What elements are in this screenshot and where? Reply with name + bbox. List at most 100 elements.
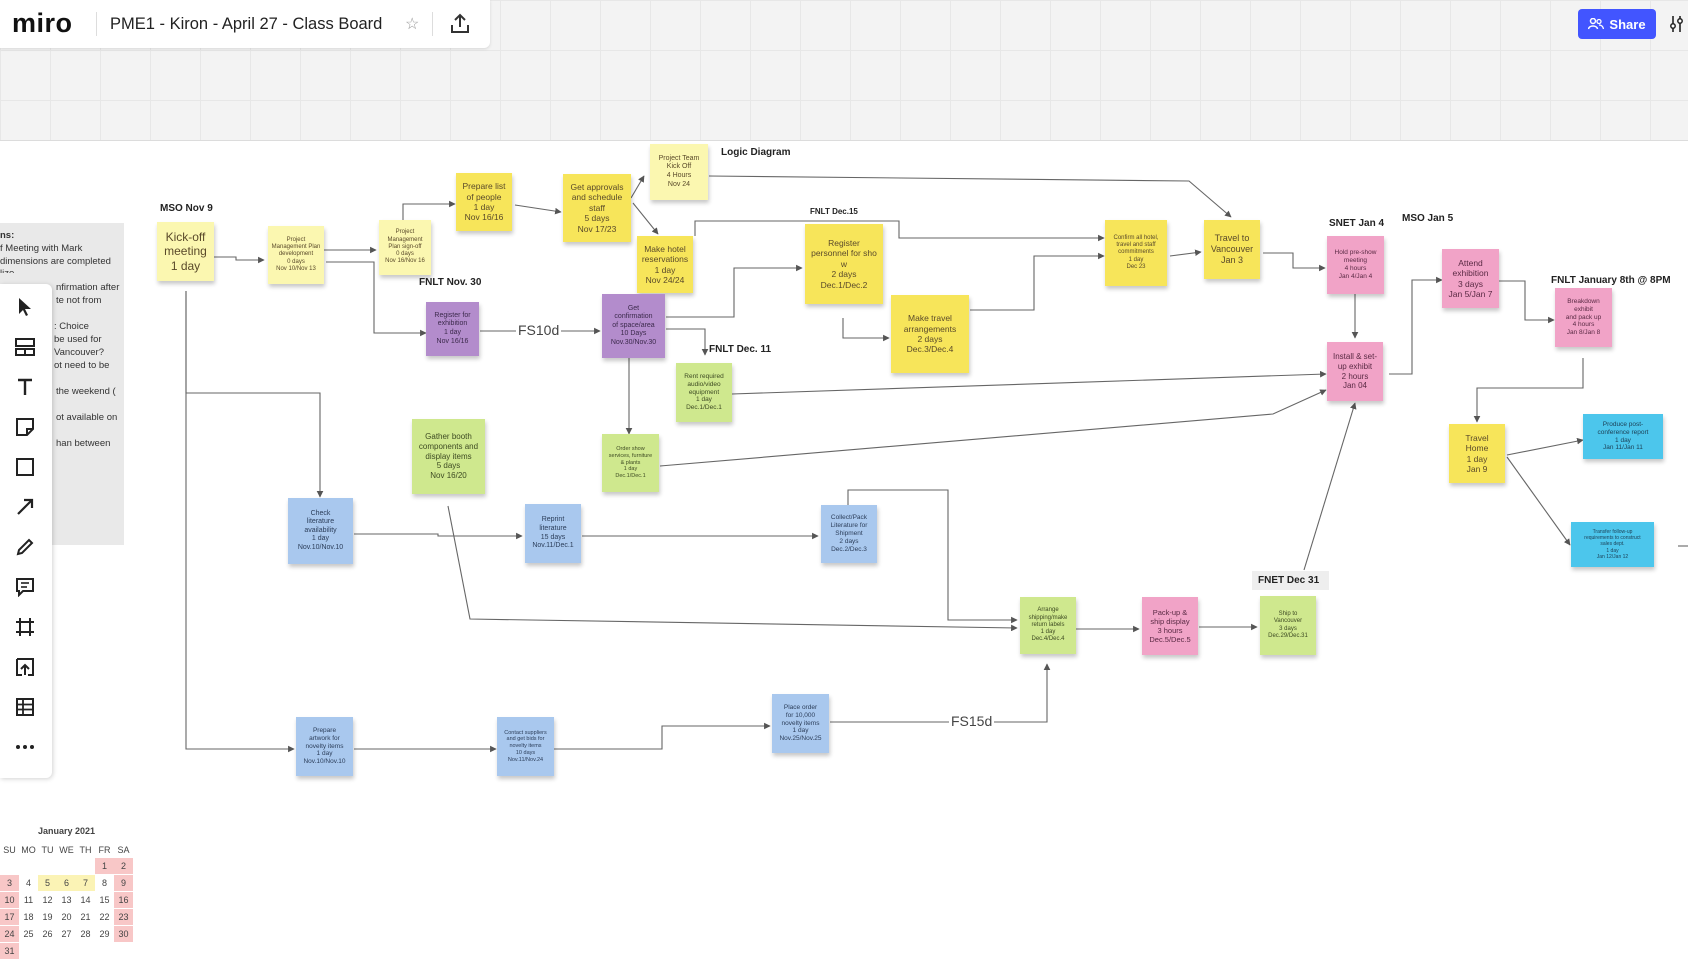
calendar-day[interactable]: 31 <box>0 943 19 959</box>
calendar-day[interactable]: 16 <box>114 892 133 908</box>
sticky-note-install-exhibit[interactable]: Install & set- up exhibit 2 hours Jan 04 <box>1327 342 1383 401</box>
frame-icon[interactable] <box>12 614 38 640</box>
comment-icon[interactable] <box>12 574 38 600</box>
milestone-label[interactable]: FNLT Dec. 11 <box>709 344 772 355</box>
sticky-note-check-literature[interactable]: Check literature availability 1 day Nov.… <box>288 498 353 564</box>
calendar-day[interactable]: 11 <box>23 895 34 905</box>
text-icon[interactable] <box>12 374 38 400</box>
calendar-day[interactable]: 2 <box>114 858 133 874</box>
upload-icon[interactable] <box>12 654 38 680</box>
calendar-day[interactable]: 24 <box>0 926 19 942</box>
notes-line: f Meeting with Mark <box>0 243 83 254</box>
milestone-label[interactable]: FNET Dec 31 <box>1252 571 1330 590</box>
calendar-day[interactable]: 13 <box>61 895 72 905</box>
milestone-label[interactable]: MSO Jan 5 <box>1402 213 1454 224</box>
miro-logo[interactable]: miro <box>12 8 73 38</box>
calendar-day[interactable]: 14 <box>80 895 91 905</box>
sticky-note-collect-pack[interactable]: Collect/Pack Literature for Shipment 2 d… <box>821 505 877 563</box>
calendar-day[interactable]: 6 <box>57 875 76 891</box>
calendar-day[interactable]: 7 <box>76 875 95 891</box>
sticky-note-get-approvals[interactable]: Get approvals and schedule staff 5 days … <box>563 174 631 242</box>
export-icon[interactable] <box>450 13 470 35</box>
calendar-day[interactable]: 5 <box>38 875 57 891</box>
connection-line-icon[interactable] <box>12 494 38 520</box>
calendar-day[interactable]: 19 <box>42 912 53 922</box>
lag-label[interactable]: FS15d <box>949 713 995 729</box>
sticky-note-follow-up[interactable]: Transfer follow-up requirements to const… <box>1571 522 1654 567</box>
calendar-weekday: MO <box>21 845 36 855</box>
sticky-note-gather-booth[interactable]: Gather booth components and display item… <box>412 419 485 494</box>
notes-line: ns: <box>0 230 15 241</box>
calendar-day[interactable]: 4 <box>25 878 31 888</box>
sticky-note-packup-display[interactable]: Pack-up & ship display 3 hours Dec.5/Dec… <box>1142 597 1198 655</box>
calendar-day[interactable]: 29 <box>99 929 110 939</box>
sticky-note-attend-exhibition[interactable]: Attend exhibition 3 days Jan 5/Jan 7 <box>1442 249 1499 308</box>
calendar-day[interactable]: 17 <box>0 909 19 925</box>
calendar-day[interactable]: 12 <box>42 895 53 905</box>
sticky-note-travel-arrangements[interactable]: Make travel arrangements 2 days Dec.3/De… <box>891 295 969 373</box>
sticky-note-ship-vancouver[interactable]: Ship to Vancouver 3 days Dec.29/Dec.31 <box>1260 596 1316 655</box>
settings-sliders-icon[interactable] <box>1670 15 1684 33</box>
milestone-label[interactable]: SNET Jan 4 <box>1329 218 1385 229</box>
calendar-day[interactable]: 9 <box>114 875 133 891</box>
milestone-label[interactable]: FNLT Nov. 30 <box>419 277 482 288</box>
sticky-note-register-exhibition[interactable]: Register for exhibition 1 day Nov 16/16 <box>426 302 479 356</box>
title-divider <box>432 12 433 36</box>
sticky-note-icon[interactable] <box>12 414 38 440</box>
calendar-day[interactable]: 15 <box>99 895 110 905</box>
sticky-note-reprint-literature[interactable]: Reprint literature 15 days Nov.11/Dec.1 <box>525 504 581 563</box>
sticky-note-prepare-list[interactable]: Prepare list of people 1 day Nov 16/16 <box>456 173 512 231</box>
star-icon[interactable]: ☆ <box>405 16 420 33</box>
logic-diagram-label[interactable]: Logic Diagram <box>721 147 791 158</box>
calendar-day[interactable]: 25 <box>23 929 34 939</box>
sticky-note-prepare-artwork[interactable]: Prepare artwork for novelty items 1 day … <box>296 717 353 776</box>
sticky-note-arrange-shipping[interactable]: Arrange shipping/make return labels 1 da… <box>1020 597 1076 654</box>
calendar-day[interactable]: 20 <box>61 912 72 922</box>
calendar-day[interactable]: 18 <box>23 912 34 922</box>
sticky-note-hotel-reservations[interactable]: Make hotel reservations 1 day Nov 24/24 <box>637 236 693 293</box>
calendar-day[interactable]: 21 <box>80 912 91 922</box>
sticky-note-pre-show-meeting[interactable]: Hold pre-show meeting 4 hours Jan 4/Jan … <box>1327 236 1384 294</box>
sticky-note-place-order[interactable]: Place order for 10,000 novelty items 1 d… <box>772 694 829 753</box>
sticky-note-register-personnel[interactable]: Register personnel for sho w 2 days Dec.… <box>805 224 883 304</box>
sticky-note-order-services[interactable]: Order show services, furniture & plants … <box>602 434 659 492</box>
calendar-day[interactable]: 8 <box>101 878 107 888</box>
more-icon[interactable] <box>12 734 38 760</box>
table-icon[interactable] <box>12 694 38 720</box>
calendar-day[interactable]: 30 <box>114 926 133 942</box>
templates-icon[interactable] <box>12 334 38 360</box>
sticky-note-confirm-space[interactable]: Get confirmation of space/area 10 Days N… <box>602 294 665 358</box>
calendar-day[interactable]: 1 <box>95 858 114 874</box>
milestone-label[interactable]: FNLT Dec.15 <box>810 207 858 216</box>
milestone-label[interactable]: FNLT January 8th @ 8PM <box>1551 275 1671 286</box>
sticky-note-team-kickoff[interactable]: Project Team Kick Off 4 Hours Nov 24 <box>650 144 708 200</box>
calendar-day[interactable]: 26 <box>42 929 53 939</box>
sticky-note-confirm-hotel[interactable]: Confirm all hotel, travel and staff comm… <box>1105 220 1167 286</box>
sticky-note-rent-av[interactable]: Rent required audio/video equipment 1 da… <box>676 363 732 422</box>
sticky-note-travel-vancouver[interactable]: Travel to Vancouver Jan 3 <box>1204 220 1260 279</box>
milestone-label[interactable]: MSO Nov 9 <box>160 203 213 214</box>
share-button[interactable]: Share <box>1578 9 1656 39</box>
sticky-note-pm-plan-signoff[interactable]: Project Management Plan sign-off 0 days … <box>379 220 431 275</box>
sticky-note-contact-suppliers[interactable]: Contact suppliers and get bids for novel… <box>497 717 554 776</box>
sticky-note-travel-home[interactable]: Travel Home 1 day Jan 9 <box>1449 424 1505 483</box>
sticky-note-pm-plan-development[interactable]: Project Management Plan development 0 da… <box>268 226 324 284</box>
lag-label[interactable]: FS10d <box>516 322 562 338</box>
calendar-day[interactable]: 10 <box>0 892 19 908</box>
shape-icon[interactable] <box>12 454 38 480</box>
pen-icon[interactable] <box>12 534 38 560</box>
notes-line: nfirmation after <box>56 282 120 293</box>
sticky-note-breakdown[interactable]: Breakdown exhibit and pack up 4 hours Ja… <box>1555 288 1612 347</box>
calendar-day[interactable]: 27 <box>61 929 72 939</box>
calendar-day[interactable]: 3 <box>0 875 19 891</box>
sticky-note-post-report[interactable]: Produce post- conference report 1 day Ja… <box>1583 414 1663 459</box>
calendar-day[interactable]: 22 <box>99 912 110 922</box>
select-icon[interactable] <box>12 294 38 320</box>
board-title[interactable]: PME1 - Kiron - April 27 - Class Board <box>110 15 383 33</box>
sticky-note-kickoff[interactable]: Kick-off meeting 1 day <box>157 222 214 281</box>
calendar-day <box>57 943 76 959</box>
calendar-day[interactable]: 23 <box>114 909 133 925</box>
calendar-day[interactable]: 28 <box>80 929 91 939</box>
